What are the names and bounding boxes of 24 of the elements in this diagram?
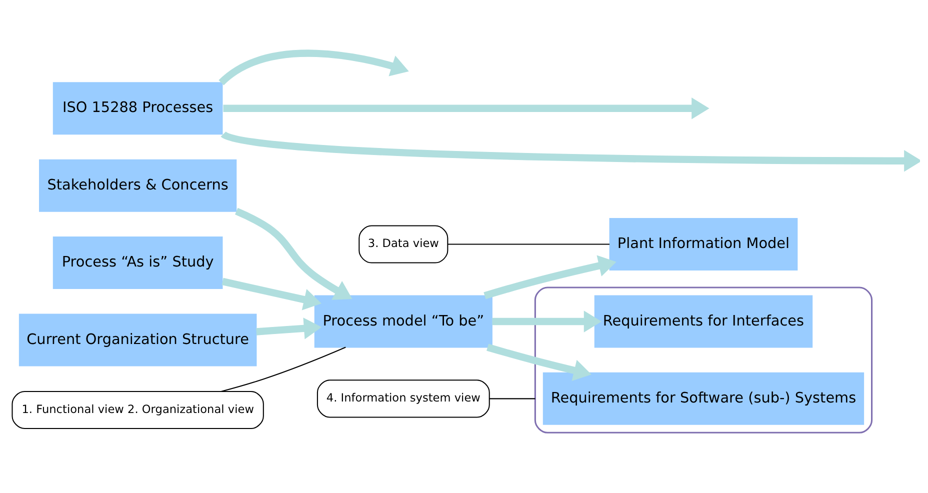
arrow bbox=[484, 254, 616, 299]
arrow bbox=[235, 207, 352, 300]
connector bbox=[448, 243, 610, 244]
node-box: Requirements for Software (sub-) Systems bbox=[542, 372, 864, 424]
connector bbox=[220, 346, 346, 392]
node-box: 3. Data view bbox=[358, 224, 448, 263]
node-box: ISO 15288 Processes bbox=[52, 82, 223, 134]
node-box: Process “As is” Study bbox=[52, 236, 223, 289]
arrow bbox=[218, 49, 409, 85]
node-box: Current Organization Structure bbox=[18, 313, 257, 366]
arrow bbox=[222, 130, 920, 172]
cluster bbox=[534, 286, 873, 433]
node-box: Process model “To be” bbox=[314, 294, 492, 348]
arrow bbox=[223, 97, 710, 119]
node-box: Stakeholders & Concerns bbox=[39, 158, 237, 212]
arrow bbox=[486, 343, 592, 380]
arrow bbox=[492, 310, 602, 332]
node-box: 4. Information system view bbox=[316, 379, 490, 418]
node-box: 1. Functional view 2. Organizational view bbox=[12, 390, 264, 429]
connector bbox=[489, 398, 536, 399]
node-box: Requirements for Interfaces bbox=[594, 294, 813, 348]
arrow bbox=[256, 317, 322, 339]
node-box: Plant Information Model bbox=[609, 218, 798, 270]
arrow bbox=[222, 277, 322, 310]
